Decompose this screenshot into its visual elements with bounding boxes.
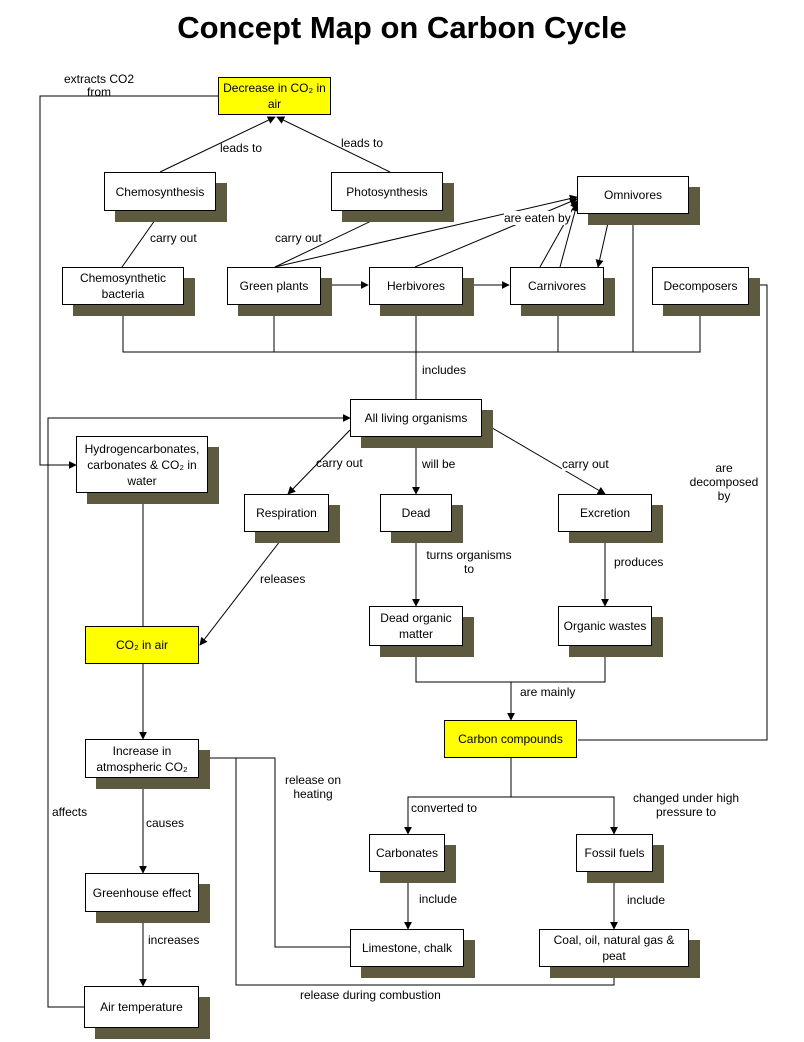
label-extracts-co2: extracts CO2 from (63, 73, 135, 96)
label-leads-to-left: leads to (220, 141, 263, 155)
node-excretion: Excretion (558, 494, 652, 532)
label-carry-out-bacteria: carry out (150, 231, 197, 245)
label-include-carbonates: include (419, 892, 458, 906)
node-chemosynthetic-bacteria: Chemosynthetic bacteria (62, 267, 184, 305)
node-herbivores: Herbivores (369, 267, 463, 305)
label-includes: includes (422, 363, 467, 377)
page-title: Concept Map on Carbon Cycle (177, 10, 627, 45)
node-hydrogencarbonates: Hydrogencarbonates, carbonates & CO₂ in … (76, 436, 208, 493)
label-include-fossil: include (627, 893, 666, 907)
node-greenhouse-effect: Greenhouse effect (85, 873, 199, 912)
node-co2-in-air: CO₂ in air (85, 626, 199, 664)
label-releases: releases (260, 572, 306, 586)
node-increase-atmospheric-co2: Increase in atmospheric CO₂ (85, 739, 199, 778)
node-omnivores: Omnivores (577, 176, 689, 214)
node-organic-wastes: Organic wastes (558, 606, 652, 646)
node-limestone-chalk: Limestone, chalk (350, 929, 464, 967)
label-carry-out-plants: carry out (275, 231, 322, 245)
label-converted-to: converted to (411, 801, 478, 815)
node-carbonates: Carbonates (369, 834, 445, 872)
node-chemosynthesis: Chemosynthesis (104, 172, 216, 211)
label-changed-under-high-pressure: changed under high pressure to (632, 791, 740, 819)
node-green-plants: Green plants (227, 267, 321, 305)
node-decomposers: Decomposers (652, 267, 749, 305)
node-dead-organic-matter: Dead organic matter (369, 606, 463, 646)
node-photosynthesis: Photosynthesis (331, 172, 443, 211)
label-affects: affects (52, 805, 88, 819)
node-coal-oil-gas-peat: Coal, oil, natural gas & peat (539, 929, 689, 967)
node-fossil-fuels: Fossil fuels (576, 834, 653, 872)
label-produces: produces (614, 555, 664, 569)
label-carry-out-respiration: carry out (316, 456, 363, 470)
label-increases: increases (148, 933, 200, 947)
node-all-living-organisms: All living organisms (350, 399, 482, 437)
node-air-temperature: Air temperature (84, 986, 199, 1028)
label-are-decomposed-by: are decomposed by (689, 461, 759, 503)
node-decrease-co2: Decrease in CO₂ in air (218, 77, 331, 115)
node-dead: Dead (380, 494, 452, 532)
label-release-during-combustion: release during combustion (300, 988, 441, 1002)
label-will-be: will be (422, 457, 456, 471)
label-are-mainly: are mainly (520, 685, 576, 699)
label-carry-out-excretion: carry out (562, 457, 609, 471)
label-release-on-heating: release on heating (284, 773, 342, 801)
node-carbon-compounds: Carbon compounds (444, 720, 577, 758)
label-turns-organisms-to: turns organisms to (426, 548, 512, 576)
label-causes: causes (146, 816, 185, 830)
node-respiration: Respiration (244, 494, 329, 532)
label-leads-to-right: leads to (341, 136, 384, 150)
label-are-eaten-by: are eaten by (504, 211, 571, 225)
node-carnivores: Carnivores (510, 267, 604, 305)
